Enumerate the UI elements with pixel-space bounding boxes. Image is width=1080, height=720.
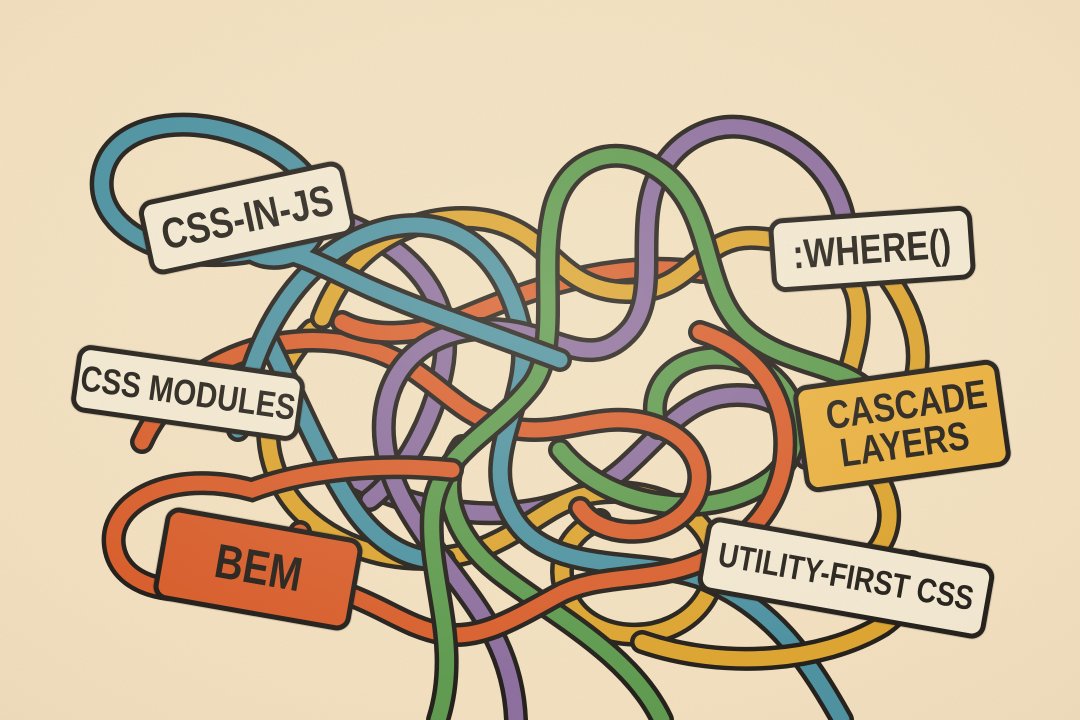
label-where-text: :WHERE() xyxy=(791,220,953,278)
label-css-modules-text: CSS MODULES xyxy=(77,357,299,429)
label-bem-text: BEM xyxy=(210,535,306,603)
label-cascade-layers-text: CASCADE LAYERS xyxy=(823,371,990,476)
label-where: :WHERE() xyxy=(767,204,977,294)
